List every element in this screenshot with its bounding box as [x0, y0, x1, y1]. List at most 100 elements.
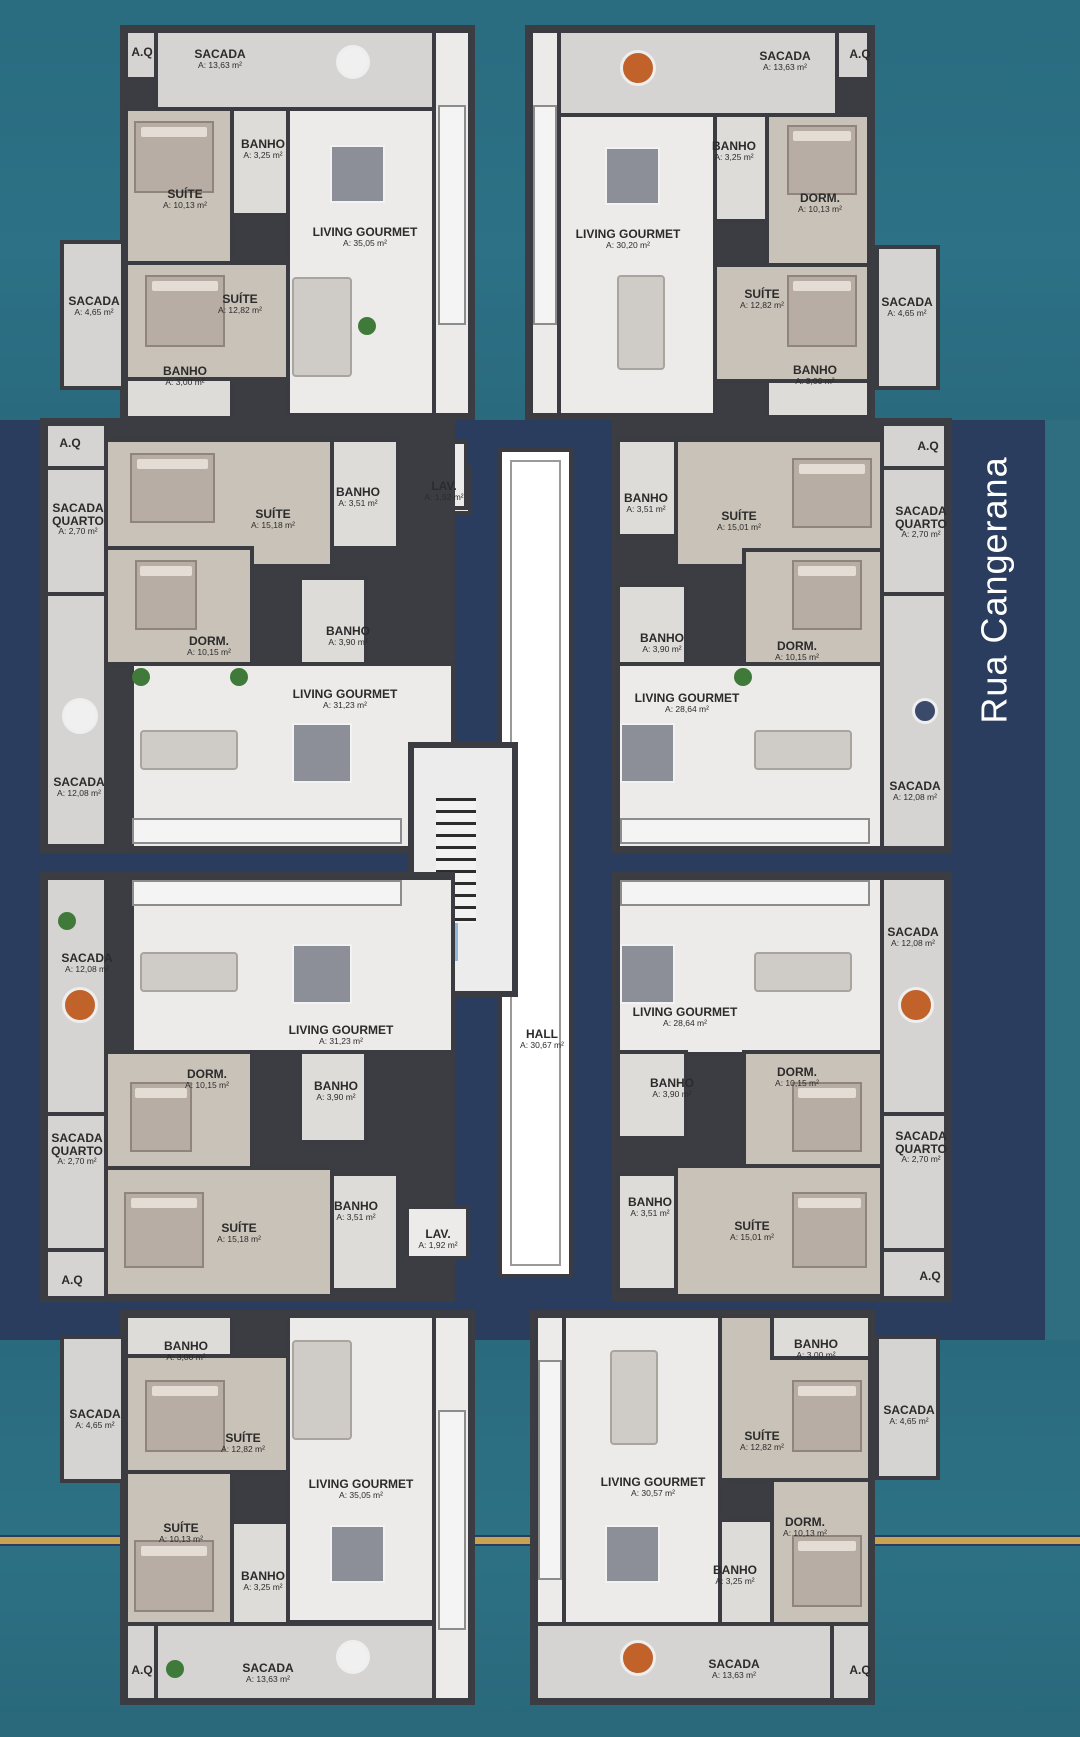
label-a8-aq: A.Q	[849, 1663, 871, 1677]
a7-sofa	[292, 1340, 352, 1440]
a4-banho1	[616, 438, 678, 538]
label-a1-aq: A.Q	[131, 45, 153, 59]
apartment-3	[40, 418, 455, 853]
a1-plant	[358, 317, 376, 335]
a7-sacada2	[60, 1335, 125, 1483]
a6-dining-table	[620, 944, 675, 1004]
label-a6-dorm: DORM.A: 10,15 m²	[775, 1065, 819, 1088]
a4-dining-table	[620, 723, 675, 783]
label-a3-aq: A.Q	[59, 436, 81, 450]
a4-kitchen-counter	[620, 818, 870, 844]
a1-sacada2	[60, 240, 125, 390]
a5-sofa	[140, 952, 238, 992]
label-a2-dorm: DORM.A: 10,13 m²	[798, 191, 842, 214]
a8-dining-table	[605, 1525, 660, 1583]
apartment-4	[612, 418, 952, 853]
a4-banho2	[616, 583, 688, 668]
a3-plant-1	[132, 668, 150, 686]
a3-kitchen-counter	[132, 818, 402, 844]
apartment-2	[525, 25, 875, 420]
a5-banho2	[330, 1172, 400, 1292]
a8-aq	[830, 1622, 872, 1702]
a5-bed-dorm	[130, 1082, 192, 1152]
a7-lav	[405, 1205, 470, 1260]
a2-sacada2	[875, 245, 940, 390]
a4-sofa	[754, 730, 852, 770]
a2-bed-suite	[787, 275, 857, 347]
a7-balcony-table	[336, 1640, 370, 1674]
apartment-6	[612, 872, 952, 1302]
a2-banho2	[765, 379, 871, 419]
a6-banho1	[616, 1050, 688, 1140]
a8-banho1	[770, 1314, 872, 1360]
a7-bed-suite1	[145, 1380, 225, 1452]
a6-balcony-table	[898, 987, 934, 1023]
a5-kitchen-counter	[132, 880, 402, 906]
a5-dining-table	[292, 944, 352, 1004]
a6-kitchen-counter	[620, 880, 870, 906]
label-a4-dorm: DORM.A: 10,15 m²	[775, 639, 819, 662]
a8-bed-dorm	[792, 1535, 862, 1607]
label-a5-aq: A.Q	[61, 1273, 83, 1287]
a2-sofa	[617, 275, 665, 370]
a7-plant	[166, 1660, 184, 1678]
apartment-1	[120, 25, 475, 515]
a1-balcony-table	[336, 45, 370, 79]
a4-bed-suite	[792, 458, 872, 528]
a8-sacada	[534, 1622, 834, 1702]
a5-bed-suite	[124, 1192, 204, 1268]
a5-banho1	[298, 1050, 368, 1144]
label-a7-aq: A.Q	[131, 1663, 153, 1677]
apartment-8	[530, 1310, 875, 1705]
label-a8-dorm: DORM.A: 10,13 m²	[783, 1515, 827, 1538]
label-a7-lav: LAV.A: 1,92 m²	[418, 1227, 458, 1250]
a1-bed-suite2	[145, 275, 225, 347]
label-a6-aq: A.Q	[919, 1269, 941, 1283]
a4-bed-dorm	[792, 560, 862, 630]
a8-sacada2	[875, 1335, 940, 1480]
a6-bed-suite	[792, 1192, 867, 1268]
a5-plant	[58, 912, 76, 930]
a1-bed-suite1	[134, 121, 214, 193]
a7-sacada	[154, 1622, 436, 1702]
a7-kitchen-counter	[438, 1410, 466, 1630]
a1-sacada	[154, 29, 436, 111]
a8-bed-suite	[792, 1380, 862, 1452]
a6-sofa	[754, 952, 852, 992]
a2-banho1	[713, 113, 769, 223]
label-a1-lav: LAV.A: 1,92 m²	[424, 479, 464, 502]
a5-sacada-quarto	[44, 1112, 108, 1252]
a3-banho1	[330, 438, 400, 550]
a3-plant-2	[230, 668, 248, 686]
